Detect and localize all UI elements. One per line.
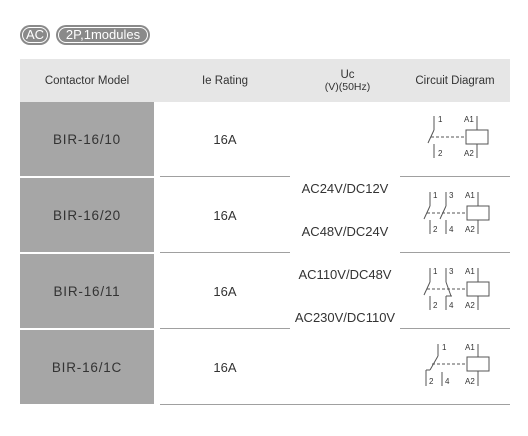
separator (400, 328, 510, 329)
circuit-diagram-1: 1 2 A1 A2 (427, 115, 489, 158)
header-diagram: Circuit Diagram (415, 74, 495, 87)
terminal-a2: A2 (465, 301, 475, 310)
terminal-a1: A1 (465, 343, 475, 352)
header-uc: Uc (V)(50Hz) (290, 59, 405, 102)
terminal-3: 3 (449, 191, 454, 200)
separator (160, 404, 510, 405)
terminal-a2: A2 (464, 149, 474, 158)
circuit-diagram-3: 1 3 2 4 A1 A2 (423, 267, 490, 310)
terminal-a2: A2 (465, 225, 475, 234)
header-uc-line2: (V)(50Hz) (324, 80, 371, 93)
poles-badge: 2P,1modules (56, 25, 150, 45)
separator (160, 176, 290, 177)
header-rating: Ie Rating (201, 74, 249, 87)
ac-badge: AC (20, 25, 50, 45)
terminal-4: 4 (445, 377, 450, 386)
separator (160, 328, 290, 329)
row-3-rating: 16A (213, 283, 237, 299)
separator (400, 176, 510, 177)
terminal-2: 2 (429, 377, 434, 386)
terminal-2: 2 (433, 225, 438, 234)
row-4-rating: 16A (213, 359, 237, 375)
terminal-2: 2 (438, 149, 443, 158)
terminal-4: 4 (449, 301, 454, 310)
ac-badge-label: AC (25, 27, 45, 42)
voltage-2: AC48V/DC24V (301, 224, 389, 239)
terminal-1: 1 (433, 191, 438, 200)
terminal-a2: A2 (465, 377, 475, 386)
row-4-model: BIR-16/1C (20, 330, 154, 404)
terminal-a1: A1 (465, 191, 475, 200)
voltage-4: AC230V/DC110V (294, 310, 396, 325)
header-uc-line1: Uc (340, 68, 355, 81)
terminal-3: 3 (449, 267, 454, 276)
row-1-model: BIR-16/10 (20, 102, 154, 176)
row-3-model: BIR-16/11 (20, 254, 154, 328)
poles-badge-label: 2P,1modules (65, 27, 141, 42)
voltage-3: AC110V/DC48V (298, 267, 392, 282)
table-header: Contactor Model Ie Rating Uc (V)(50Hz) C… (20, 59, 510, 102)
row-2-model: BIR-16/20 (20, 178, 154, 252)
header-model: Contactor Model (44, 74, 130, 87)
separator (160, 252, 290, 253)
separator (400, 252, 510, 253)
terminal-4: 4 (449, 225, 454, 234)
row-1-rating: 16A (213, 131, 237, 147)
circuit-diagram-4: 1 2 4 A1 A2 (425, 343, 490, 386)
terminal-a1: A1 (465, 267, 475, 276)
terminal-1: 1 (438, 115, 443, 124)
terminal-1: 1 (442, 343, 447, 352)
circuit-diagram-2: 1 3 2 4 A1 A2 (423, 191, 490, 234)
row-2-rating: 16A (213, 207, 237, 223)
terminal-1: 1 (433, 267, 438, 276)
terminal-2: 2 (433, 301, 438, 310)
voltage-1: AC24V/DC12V (301, 181, 389, 196)
terminal-a1: A1 (464, 115, 474, 124)
